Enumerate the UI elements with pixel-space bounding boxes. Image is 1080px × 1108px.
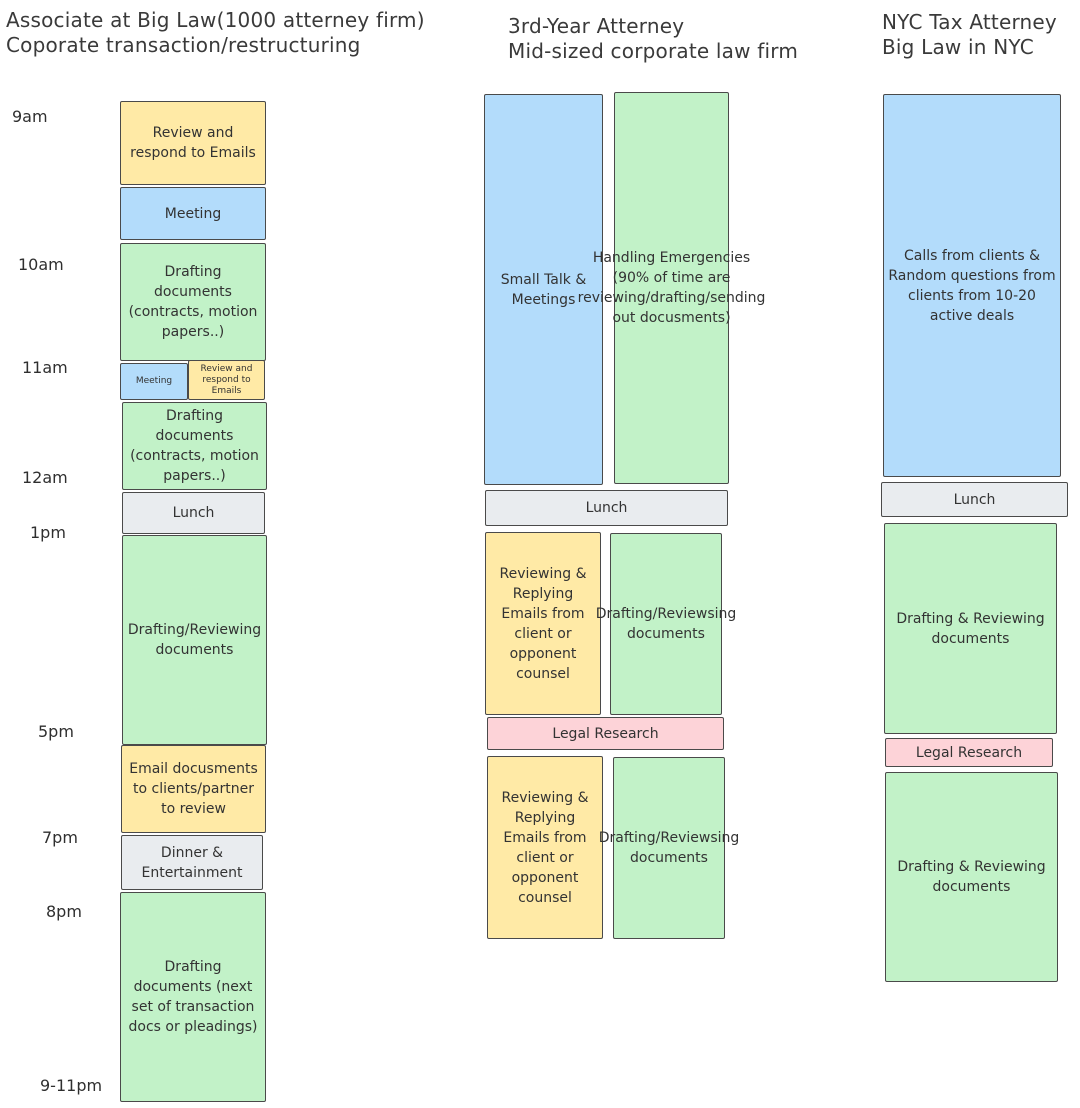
schedule-block-dinner: Dinner & Entertainment (121, 835, 263, 890)
column-2-heading: 3rd-Year Atterney Mid-sized corporate la… (508, 14, 798, 64)
block-label: Lunch (953, 491, 996, 508)
block-label: Review and respond to Emails (200, 363, 253, 396)
column-1-title: Associate at Big Law(1000 atterney firm) (6, 8, 425, 32)
time-label: 11am (22, 358, 68, 377)
schedule-block-drafting-reviewing: Drafting/Reviewsing documents (596, 533, 736, 715)
schedule-block-lunch: Lunch (881, 482, 1068, 517)
block-label: Drafting & Reviewing documents (897, 859, 1046, 895)
schedule-block-drafting-reviewing: Drafting & Reviewing documents (885, 772, 1058, 982)
schedule-block-replying-emails: Reviewing & Replying Emails from client … (487, 756, 603, 939)
schedule-block-legal-research: Legal Research (487, 717, 724, 750)
schedule-block-meeting: Meeting (120, 187, 266, 240)
block-label: Drafting/Reviewsing documents (598, 830, 740, 866)
block-label: Small Talk & Meetings (500, 271, 587, 308)
column-2-subtitle: Mid-sized corporate law firm (508, 39, 799, 63)
block-label: Review and respond to Emails (130, 125, 256, 161)
schedule-block-emails-small: Review and respond to Emails (188, 360, 265, 400)
schedule-block-legal-research: Legal Research (885, 738, 1053, 767)
schedule-block-drafting-reviewing: Drafting/Reviewing documents (122, 535, 267, 745)
schedule-block-small-talk: Small Talk & Meetings (484, 94, 603, 485)
block-label: Drafting documents (contracts, motion pa… (130, 408, 259, 484)
time-label: 9am (12, 107, 48, 126)
block-label: Drafting/Reviewsing documents (595, 606, 737, 642)
block-label: Drafting & Reviewing documents (896, 610, 1045, 647)
block-label: Drafting documents (next set of transact… (128, 959, 258, 1035)
schedule-block-emergencies: Handling Emergencies (90% of time are re… (578, 92, 765, 484)
block-label: Meeting (135, 376, 173, 386)
column-3-subtitle: Big Law in NYC (882, 35, 1034, 59)
schedule-block-client-calls: Calls from clients & Random questions fr… (883, 94, 1061, 477)
column-3-heading: NYC Tax Atterney Big Law in NYC (882, 10, 1057, 60)
block-label: Dinner & Entertainment (141, 844, 243, 881)
time-label: 12am (22, 468, 68, 487)
block-label: Legal Research (915, 744, 1023, 761)
column-1-heading: Associate at Big Law(1000 atterney firm)… (6, 8, 425, 58)
time-label: 1pm (30, 523, 66, 542)
schedule-block-drafting: Drafting documents (contracts, motion pa… (120, 243, 266, 361)
schedule-block-replying-emails: Reviewing & Replying Emails from client … (485, 532, 601, 715)
schedule-block-meeting-small: Meeting (120, 363, 188, 400)
block-label: Reviewing & Replying Emails from client … (501, 789, 589, 906)
block-label: Meeting (164, 205, 222, 222)
time-label: 8pm (46, 902, 82, 921)
time-label: 5pm (38, 722, 74, 741)
schedule-block-lunch: Lunch (122, 492, 265, 534)
schedule-block-drafting: Drafting documents (contracts, motion pa… (122, 402, 267, 490)
time-label: 10am (18, 255, 64, 274)
block-label: Drafting/Reviewing documents (127, 622, 262, 658)
block-label: Reviewing & Replying Emails from client … (499, 565, 587, 682)
block-label: Legal Research (552, 725, 659, 742)
block-label: Email docusments to clients/partner to r… (129, 761, 258, 817)
block-label: Calls from clients & Random questions fr… (888, 247, 1056, 324)
schedule-block-lunch: Lunch (485, 490, 728, 526)
block-label: Handling Emergencies (90% of time are re… (577, 250, 766, 326)
schedule-block-email-docs: Email docusments to clients/partner to r… (121, 745, 266, 833)
schedule-block-drafting-reviewing: Drafting/Reviewsing documents (599, 757, 739, 939)
schedule-block-emails: Review and respond to Emails (120, 101, 266, 185)
block-label: Lunch (585, 500, 628, 516)
block-label: Drafting documents (contracts, motion pa… (128, 264, 258, 340)
time-label: 9-11pm (40, 1076, 103, 1095)
block-label: Lunch (172, 505, 215, 521)
column-3-title: NYC Tax Atterney (882, 10, 1057, 34)
time-label: 7pm (42, 828, 78, 847)
schedule-block-drafting-reviewing: Drafting & Reviewing documents (884, 523, 1057, 734)
column-1-subtitle: Coporate transaction/restructuring (6, 33, 361, 57)
column-2-title: 3rd-Year Atterney (508, 14, 685, 38)
schedule-block-drafting-evening: Drafting documents (next set of transact… (120, 892, 266, 1102)
